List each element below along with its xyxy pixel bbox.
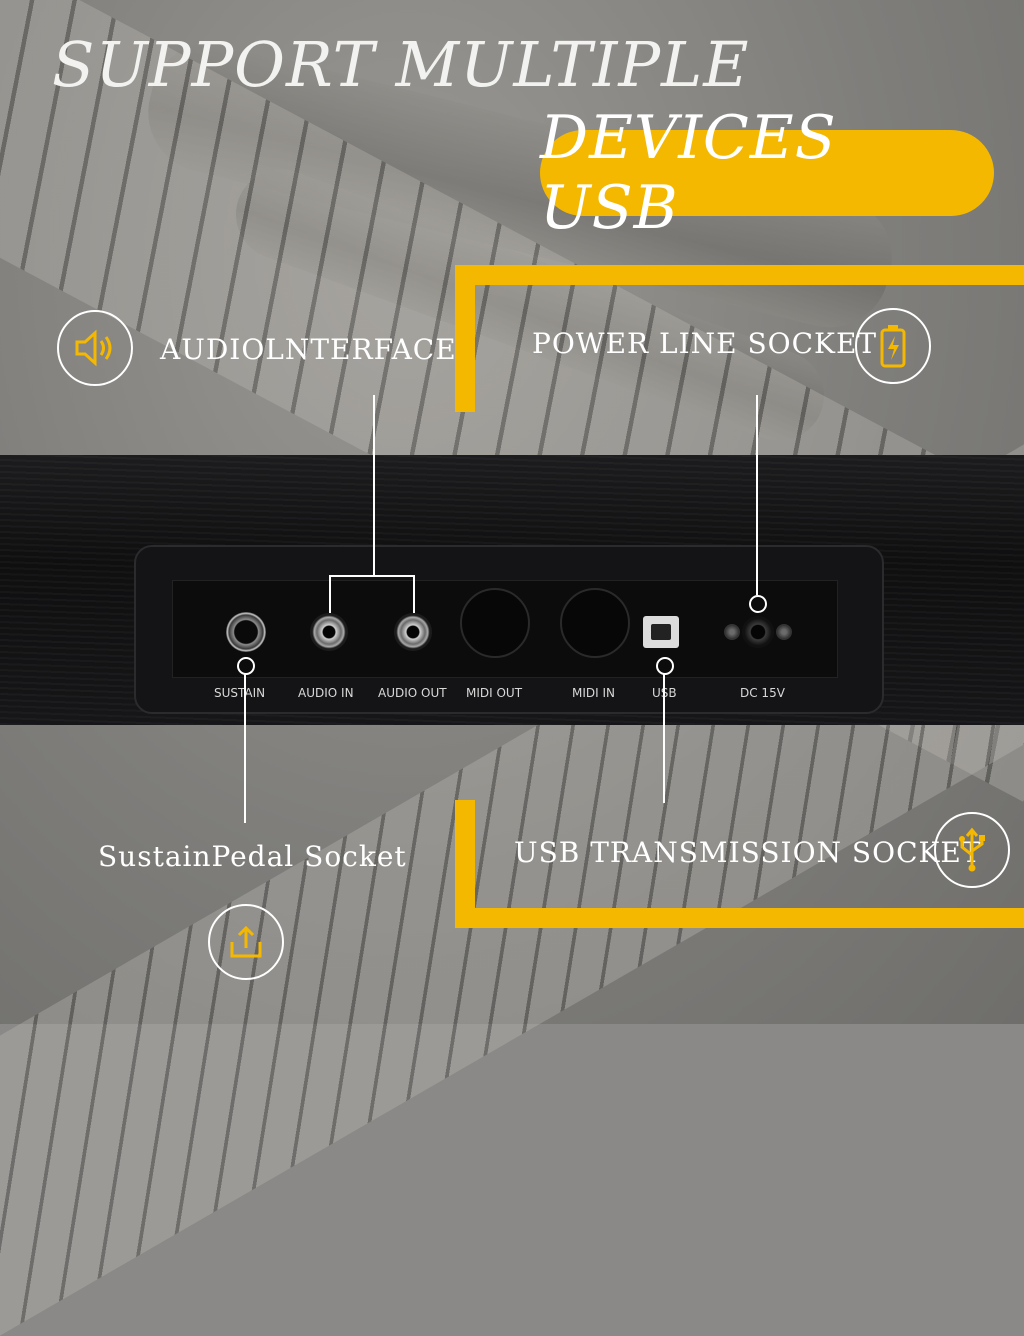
audio-out-jack: [394, 613, 432, 651]
accent-frame-top-horizontal: [455, 265, 1024, 285]
sustain-port-label: SUSTAIN: [214, 686, 266, 700]
usb-icon: [934, 812, 1010, 888]
headline-line1: SUPPORT MULTIPLE: [52, 28, 750, 101]
midi-in-port-label: MIDI IN: [572, 686, 616, 700]
audio-out-leader: [413, 575, 415, 613]
audio-leader-vertical: [373, 395, 375, 577]
audio-in-leader: [329, 575, 331, 613]
dc-port-label: DC 15V: [740, 686, 785, 700]
battery-icon: [855, 308, 931, 384]
midi-out-port: [460, 588, 530, 658]
sustain-leader-dot: [237, 657, 255, 675]
audio-in-jack: [310, 613, 348, 651]
usb-leader: [663, 673, 665, 803]
sustain-socket-label: SustainPedal Socket: [98, 840, 407, 873]
audio-out-port-label: AUDIO OUT: [378, 686, 447, 700]
power-leader: [756, 395, 758, 595]
share-icon: [208, 904, 284, 980]
audio-interface-label: AUDIOLNTERFACE: [160, 333, 457, 366]
accent-frame-bottom-horizontal: [455, 908, 1024, 928]
sustain-jack: [226, 612, 266, 652]
power-socket-label: POWER LINE SOCKET: [532, 327, 878, 360]
right-screw: [776, 624, 792, 640]
accent-frame-top-vertical: [455, 265, 475, 412]
usb-leader-dot: [656, 657, 674, 675]
audio-in-port-label: AUDIO IN: [298, 686, 354, 700]
accent-frame-bottom-vertical: [455, 800, 475, 928]
usb-socket-label: USB TRANSMISSION SOCKET: [514, 836, 982, 869]
power-leader-dot: [749, 595, 767, 613]
headline-line2: DEVICES USB: [540, 103, 837, 243]
sustain-leader: [244, 673, 246, 823]
usb-b-port: [643, 616, 679, 648]
headline-pill: DEVICES USB: [540, 103, 994, 243]
midi-out-port-label: MIDI OUT: [466, 686, 523, 700]
left-screw: [724, 624, 740, 640]
speaker-icon: [57, 310, 133, 386]
audio-leader-horizontal: [329, 575, 415, 577]
dc-power-jack: [742, 616, 774, 648]
midi-in-port: [560, 588, 630, 658]
